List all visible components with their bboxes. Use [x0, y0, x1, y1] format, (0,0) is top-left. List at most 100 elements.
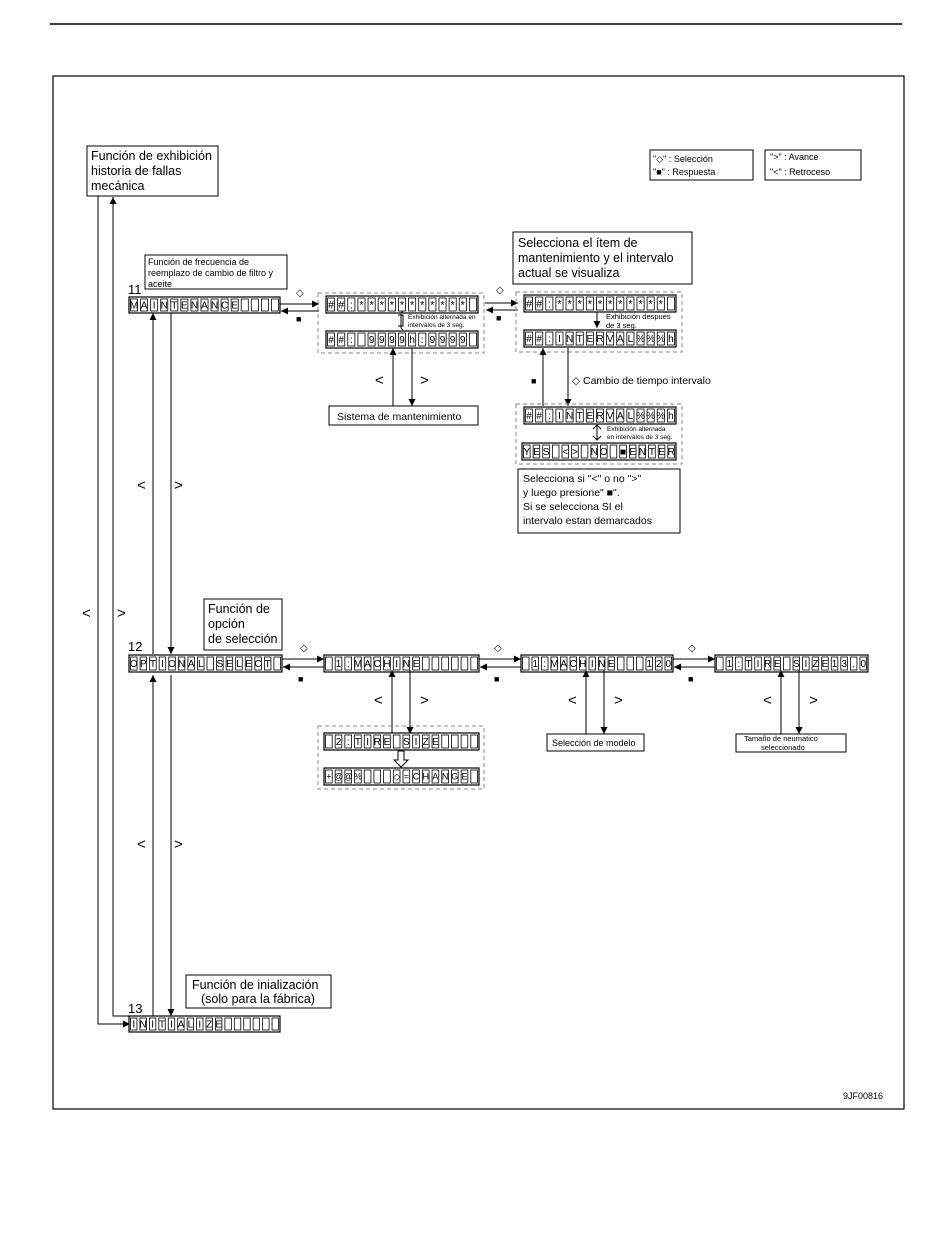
lcd-cell	[664, 656, 672, 671]
lcd-cell	[271, 298, 279, 312]
lcd-char: A	[364, 659, 371, 670]
lcd-cell	[398, 332, 406, 347]
lcd-cell	[412, 656, 420, 671]
lcd-cell	[535, 408, 544, 423]
lcd-char: V	[607, 334, 614, 345]
lcd-char: Z	[423, 737, 429, 748]
lcd-char: I	[132, 1020, 135, 1031]
lcd-cell	[560, 656, 568, 671]
lcd-char: T	[265, 659, 271, 670]
lcd-char: S	[543, 447, 550, 458]
lcd-cell	[197, 656, 205, 671]
lcd-char: >	[572, 447, 578, 458]
lcd-char: %	[656, 411, 665, 422]
lcd-char: *	[598, 298, 603, 310]
lcd-char: *	[608, 298, 613, 310]
lcd-cell	[783, 656, 791, 671]
lcd-cell	[596, 331, 604, 346]
lcd-char: A	[617, 411, 624, 422]
lcd-char: 9	[399, 335, 405, 346]
lcd-char: *	[430, 299, 435, 311]
lcd-char: #	[338, 335, 344, 346]
lcd-frame	[325, 330, 479, 349]
lcd-frame	[714, 654, 869, 673]
lcd-cell	[263, 656, 272, 671]
lcd-char: S	[793, 659, 800, 670]
lower-advance-symbol: >	[174, 836, 183, 853]
lcd-cell	[575, 296, 584, 311]
lcd-cell	[657, 444, 666, 459]
lcd-frame	[323, 732, 480, 751]
item-square: ■	[496, 313, 501, 323]
lcd-char: N	[639, 447, 646, 458]
lcd-cell	[190, 298, 199, 312]
lcd-char: A	[178, 1020, 185, 1031]
lcd-frame	[323, 767, 480, 786]
lcd-cell	[344, 656, 352, 671]
lcd-cell	[383, 734, 391, 749]
lcd-char: :	[421, 335, 424, 346]
lcd-cell	[392, 769, 401, 784]
lcd-cell	[523, 444, 531, 459]
machine-advance-symbol: >	[420, 692, 429, 709]
lcd-cell	[334, 734, 343, 749]
lcd-char: *	[588, 298, 593, 310]
alt-note-1-line-1: Exhibición alternada en	[408, 314, 476, 321]
lcd-cell	[859, 656, 867, 671]
lcd-char: E	[181, 301, 188, 312]
lcd-cell	[532, 444, 541, 459]
lcd-frame	[523, 329, 677, 348]
lcd-cell	[441, 734, 449, 749]
lcd-cell	[408, 297, 417, 312]
lcd-cell	[383, 656, 391, 671]
lcd-cell	[421, 656, 430, 671]
change-label: ◇ Cambio de tiempo intervalo	[572, 375, 711, 387]
lcd-cell	[130, 298, 138, 312]
lcd-cell	[438, 297, 447, 312]
lcd-cell	[325, 734, 333, 749]
lcd-cell	[606, 331, 615, 346]
maintenance-number: 11	[128, 282, 142, 297]
lcd-cell	[569, 656, 577, 671]
lcd-cell	[327, 297, 336, 312]
lcd-cell	[418, 297, 427, 312]
lcd-cell	[626, 408, 635, 423]
lcd-cell	[666, 408, 675, 423]
lcd-cell	[646, 331, 655, 346]
lcd-char: *	[578, 298, 583, 310]
fault-history-line-1: Función de exhibición	[91, 149, 212, 163]
lcd-char: N	[403, 659, 410, 670]
lcd-char: C	[570, 659, 577, 670]
lcd-char: T	[150, 659, 156, 670]
lcd-char: :	[347, 659, 350, 670]
machine-to-model-arrows	[479, 655, 521, 671]
lcd-char: 0	[665, 659, 671, 670]
lcd-char: N	[598, 659, 605, 670]
lcd-char: A	[188, 659, 195, 670]
lcd-cell	[377, 332, 386, 347]
lcd-cell	[398, 297, 406, 312]
lcd-cell	[130, 1017, 138, 1031]
model-back-symbol: <	[568, 692, 577, 709]
lcd-char: 1	[832, 659, 838, 670]
system-label-box	[328, 405, 479, 426]
lcd-char: T	[577, 411, 583, 422]
lcd-char: :	[350, 299, 353, 311]
optional-number: 12	[128, 639, 142, 654]
alt-note-2-line-1: Exhibición alternada	[607, 426, 666, 433]
lcd-cell	[408, 332, 417, 347]
lcd-cell	[412, 734, 420, 749]
lcd-cell	[636, 331, 645, 346]
lcd-char: R	[668, 447, 675, 458]
lcd-char: E	[432, 737, 439, 748]
model-label-box	[546, 733, 645, 752]
lcd-cell	[130, 656, 138, 671]
lcd-char: @	[334, 772, 343, 782]
lcd-cell	[535, 331, 544, 346]
lcd-char: *	[451, 299, 456, 311]
lcd-frame	[325, 295, 479, 314]
lcd-char: *	[628, 298, 633, 310]
lcd-char: C	[221, 301, 228, 312]
confirm-note-line-2: y luego presione" ■".	[523, 487, 620, 499]
